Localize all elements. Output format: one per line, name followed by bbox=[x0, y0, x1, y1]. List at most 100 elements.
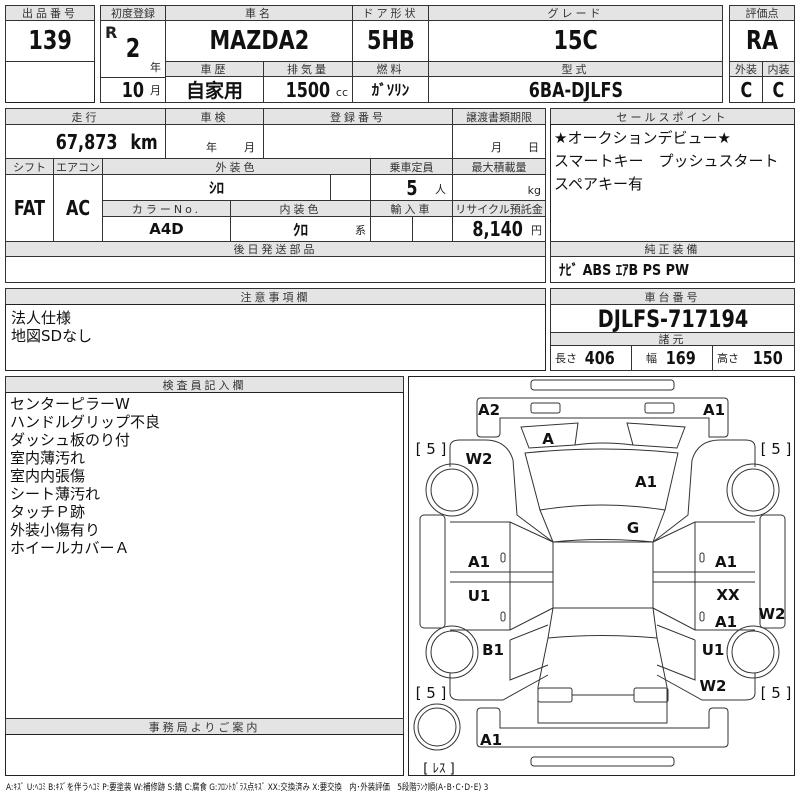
reg-no-label: 登録番号 bbox=[263, 108, 453, 125]
mark-front-right-door: A1 bbox=[714, 553, 738, 571]
chassis-label: 車台番号 bbox=[550, 288, 795, 305]
reg-year: 2 bbox=[125, 34, 141, 64]
mark-rear-right-fender: U1 bbox=[701, 641, 725, 659]
mark-rear-left-door: U1 bbox=[467, 587, 491, 605]
shift-label: シフト bbox=[5, 158, 54, 175]
first-reg-year: R 2 年 bbox=[100, 20, 166, 78]
load-label: 最大積載量 bbox=[452, 158, 546, 175]
width-value: 169 bbox=[665, 347, 697, 369]
ext-score: C bbox=[729, 76, 763, 103]
ext-score-label: 外装 bbox=[729, 61, 763, 77]
length-value: 406 bbox=[584, 347, 616, 369]
insp-year-unit: 年 bbox=[206, 141, 217, 154]
era: R bbox=[105, 23, 118, 42]
inspector-line: ホイールカバーＡ bbox=[10, 539, 130, 557]
mark-windshield: G bbox=[626, 519, 640, 537]
fuel-value: ｶﾞｿﾘﾝ bbox=[371, 81, 410, 99]
shift-value: FAT bbox=[13, 196, 46, 220]
int-score-value: C bbox=[772, 77, 785, 102]
width-label: 幅 bbox=[646, 352, 657, 365]
mark-front-bumper-left: A2 bbox=[477, 401, 501, 419]
fuel: ｶﾞｿﾘﾝ bbox=[352, 76, 429, 103]
lot-label: 出品番号 bbox=[5, 5, 95, 21]
transfer-day-unit: 日 bbox=[528, 141, 539, 154]
inspector-line: ハンドルグリップ不良 bbox=[10, 413, 161, 431]
mileage-value: 67,873 bbox=[55, 129, 118, 154]
year-unit: 年 bbox=[150, 61, 161, 74]
fuel-label: 燃料 bbox=[352, 61, 429, 77]
displacement-label: 排気量 bbox=[263, 61, 353, 77]
history-label: 車歴 bbox=[165, 61, 264, 77]
history-value: 自家用 bbox=[185, 80, 243, 102]
inspector-notes: センターピラーW ハンドルグリップ不良 ダッシュ板のり付 室内薄汚れ 室内内張傷… bbox=[5, 392, 404, 719]
color-no-value: A4D bbox=[149, 220, 184, 238]
door-value: 5HB bbox=[366, 26, 415, 56]
notes-label: 注意事項欄 bbox=[5, 288, 546, 305]
note-line: 法人仕様 bbox=[11, 309, 72, 327]
import-b bbox=[412, 216, 453, 242]
height-value: 150 bbox=[752, 347, 783, 369]
mark-rear-left-fender: B1 bbox=[482, 641, 504, 659]
sales-line: スマートキー プッシュスタート bbox=[554, 152, 779, 170]
office-notes bbox=[5, 734, 404, 776]
int-color-value: ｸﾛ bbox=[292, 220, 308, 239]
car-outline-icon bbox=[413, 379, 786, 767]
tire-front-left: [ 5 ] bbox=[415, 440, 447, 458]
mark-rear-right-quarter: W2 bbox=[699, 677, 727, 695]
inspector-line: センターピラーW bbox=[10, 395, 130, 413]
ext-color-value: ｼﾛ bbox=[208, 179, 224, 197]
seats-unit: 人 bbox=[435, 183, 446, 196]
seats-value: 5 bbox=[405, 175, 418, 200]
later-parts-label: 後日発送部品 bbox=[5, 241, 546, 257]
int-color-label: 内装色 bbox=[230, 200, 371, 217]
transfer-label: 譲渡書類期限 bbox=[452, 108, 546, 125]
lot-number: 139 bbox=[5, 20, 95, 62]
int-score-label: 内装 bbox=[762, 61, 795, 77]
color-no: A4D bbox=[102, 216, 231, 242]
inspection-label: 車検 bbox=[165, 108, 264, 125]
score-value: RA bbox=[745, 26, 779, 56]
ac-value: AC bbox=[65, 196, 91, 220]
equipment-label: 純正装備 bbox=[550, 241, 795, 257]
insp-month-unit: 月 bbox=[244, 141, 255, 154]
inspection: 年月 bbox=[165, 124, 264, 159]
mark-rear-right-door: A1 bbox=[714, 613, 738, 631]
sales-line: ★オークションデビュー★ bbox=[554, 129, 731, 147]
score-label: 評価点 bbox=[729, 5, 795, 21]
ext-color: ｼﾛ bbox=[102, 174, 331, 201]
displacement-value: 1500 bbox=[285, 77, 331, 102]
load: kg bbox=[452, 174, 546, 201]
grade-label: グレード bbox=[428, 5, 723, 21]
int-score: C bbox=[762, 76, 795, 103]
equipment-value: ﾅﾋﾞ ABS ｴｱB PS PW bbox=[559, 261, 690, 279]
ext-color-label: 外装色 bbox=[102, 158, 371, 175]
inspector-line: タッチＰ跡 bbox=[10, 503, 86, 521]
legend: A:ｷｽﾞ U:ﾍｺﾐ B:ｷｽﾞを伴うﾍｺﾐ P:要塗装 W:補修跡 S:錆 … bbox=[6, 783, 489, 793]
mark-rear-bumper: A1 bbox=[479, 731, 503, 749]
color-no-label: カラーNo. bbox=[102, 200, 231, 217]
chassis: DJLFS-717194 bbox=[550, 304, 795, 333]
door: 5HB bbox=[352, 20, 429, 62]
spare-tire-status: [ ﾚｽ ] bbox=[423, 761, 455, 777]
kg-unit: kg bbox=[527, 184, 541, 197]
model: 6BA-DJLFS bbox=[428, 76, 723, 103]
reg-no bbox=[263, 124, 453, 159]
ac-label: エアコン bbox=[53, 158, 103, 175]
office-label: 事務局よりご案内 bbox=[5, 718, 404, 735]
import-a bbox=[370, 216, 413, 242]
mileage-label: 走行 bbox=[5, 108, 166, 125]
inspector-line: 室内内張傷 bbox=[10, 467, 86, 485]
tire-front-right: [ 5 ] bbox=[760, 440, 792, 458]
mark-hood: A1 bbox=[634, 473, 658, 491]
lot-value: 139 bbox=[28, 26, 72, 56]
door-label: ドア形状 bbox=[352, 5, 429, 21]
shift: FAT bbox=[5, 174, 54, 242]
car-name-value: MAZDA2 bbox=[209, 26, 309, 56]
yen-unit: 円 bbox=[531, 224, 542, 237]
note-line: 地図SDなし bbox=[11, 327, 93, 345]
int-color-unit: 系 bbox=[355, 224, 366, 237]
